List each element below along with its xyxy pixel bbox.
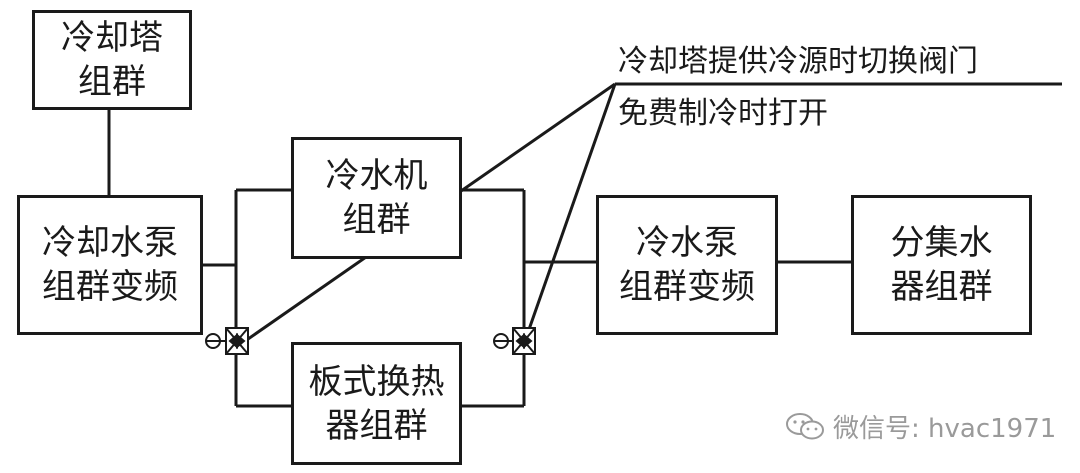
chiller-label: 冷水机 组群 [325,156,428,240]
annotation-line-1: 冷却塔提供冷源时切换阀门 [618,44,978,79]
leader-line-right [524,83,617,339]
cooling-pump-label: 冷却水泵 组群变频 [42,223,178,307]
annotation-line-2: 免费制冷时打开 [618,96,828,131]
distributor-box: 分集水 器组群 [851,195,1032,335]
plate-exchanger-box: 板式换热 器组群 [291,342,462,465]
chiller-box: 冷水机 组群 [291,137,462,259]
distributor-label: 分集水 器组群 [890,223,993,307]
plate-exchanger-label: 板式换热 器组群 [308,361,445,446]
cooling-tower-box: 冷却塔 组群 [32,10,192,110]
switch-valve-right [493,327,536,355]
watermark: 微信号: hvac1971 [785,408,1056,445]
switch-valve-left [205,327,249,355]
chilled-pump-box: 冷水泵 组群变频 [596,195,778,335]
cooling-pump-box: 冷却水泵 组群变频 [17,195,203,335]
watermark-text: 微信号: hvac1971 [833,414,1057,444]
cooling-tower-label: 冷却塔 组群 [61,18,163,102]
chilled-pump-label: 冷水泵 组群变频 [619,223,755,307]
wechat-icon [786,412,824,439]
